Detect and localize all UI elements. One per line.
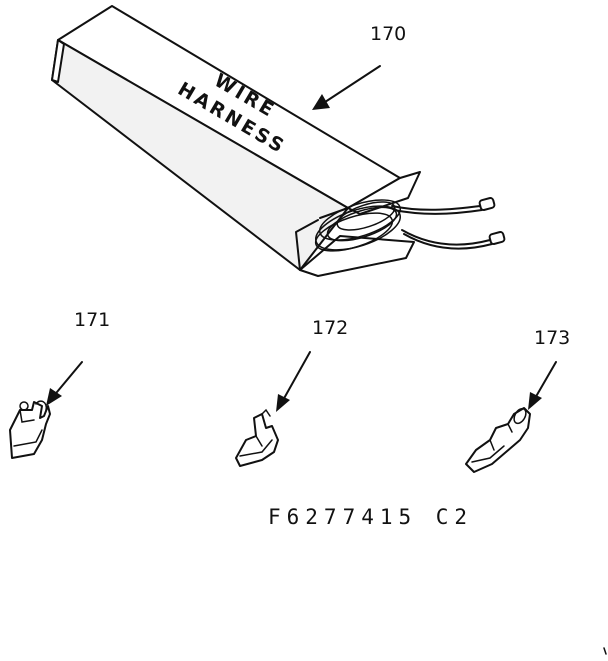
callout-172: 172 [312,317,348,339]
callout-172-arrow [276,351,311,412]
box-end-flap-top [347,171,421,215]
edge-mark [603,647,607,655]
callout-171: 171 [74,309,110,331]
callout-173-arrow [528,361,557,410]
callout-170-arrow [312,65,381,110]
box-left-end [51,39,65,83]
callout-173: 173 [534,327,570,349]
callout-171-arrow [46,361,83,406]
callout-170: 170 [370,23,406,45]
terminal-172 [235,408,279,467]
wire-leads [391,197,506,250]
terminal-173 [465,407,531,473]
terminal-171 [9,400,51,459]
box-end-flap-bottom [299,235,415,277]
wire-harness-box: WIRE HARNESS [51,5,506,277]
lead-connector-upper [478,197,496,211]
lead-connector-lower [488,231,506,245]
drawing-number: F6277415 C2 [268,505,473,529]
